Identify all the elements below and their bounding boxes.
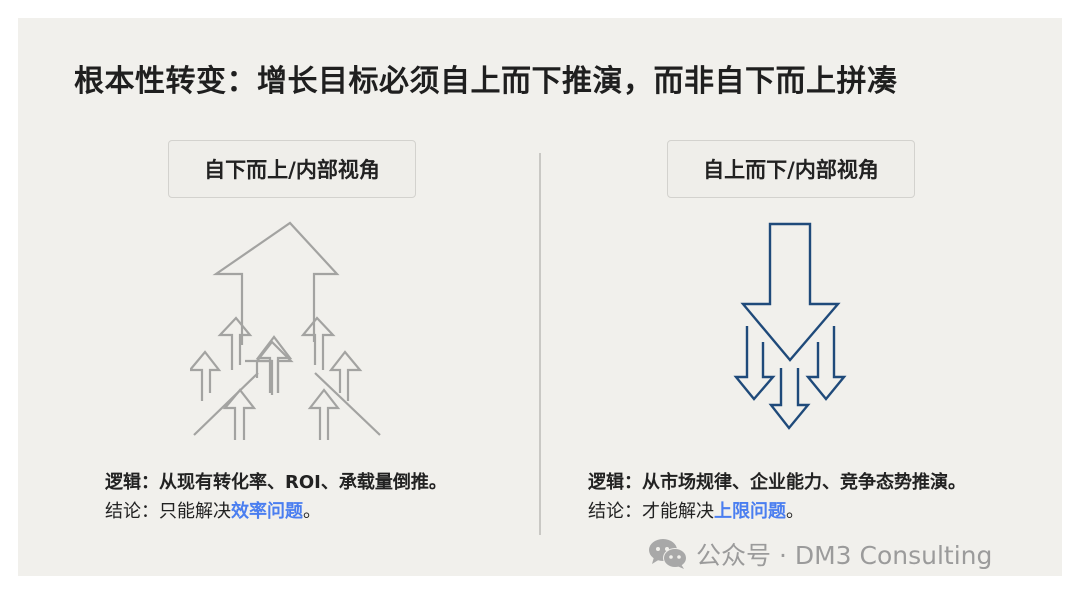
bottom-up-description: 逻辑：从现有转化率、ROI、承载量倒推。 结论：只能解决效率问题。 xyxy=(105,468,447,526)
top-down-conclusion: 结论：才能解决上限问题。 xyxy=(588,497,966,526)
top-down-label: 自上而下/内部视角 xyxy=(667,140,915,198)
top-down-label-text: 自上而下/内部视角 xyxy=(703,158,879,182)
slide-title: 根本性转变：增长目标必须自上而下推演，而非自下而上拼凑 xyxy=(74,64,898,99)
bottom-up-label: 自下而上/内部视角 xyxy=(168,140,416,198)
bottom-up-label-text: 自下而上/内部视角 xyxy=(204,158,380,182)
bottom-up-conclusion-prefix: 结论：只能解决 xyxy=(105,501,231,522)
bottom-up-conclusion-suffix: 。 xyxy=(303,501,321,522)
top-down-conclusion-prefix: 结论：才能解决 xyxy=(588,501,714,522)
wechat-icon xyxy=(649,539,687,569)
column-divider xyxy=(539,153,541,535)
top-down-conclusion-suffix: 。 xyxy=(786,501,804,522)
top-down-conclusion-highlight: 上限问题 xyxy=(714,501,786,522)
slide: 根本性转变：增长目标必须自上而下推演，而非自下而上拼凑 自下而上/内部视角 逻辑… xyxy=(18,18,1062,576)
arrows-up-icon xyxy=(190,221,381,440)
bottom-up-conclusion-highlight: 效率问题 xyxy=(231,501,303,522)
top-down-logic: 逻辑：从市场规律、企业能力、竞争态势推演。 xyxy=(588,472,966,493)
top-down-description: 逻辑：从市场规律、企业能力、竞争态势推演。 结论：才能解决上限问题。 xyxy=(588,468,966,526)
bottom-up-logic: 逻辑：从现有转化率、ROI、承载量倒推。 xyxy=(105,472,447,493)
footer-text: 公众号 · DM3 Consulting xyxy=(696,541,993,570)
arrows-down-icon xyxy=(733,222,847,430)
footer-watermark: 公众号 · DM3 Consulting xyxy=(648,536,992,572)
bottom-up-conclusion: 结论：只能解决效率问题。 xyxy=(105,497,447,526)
